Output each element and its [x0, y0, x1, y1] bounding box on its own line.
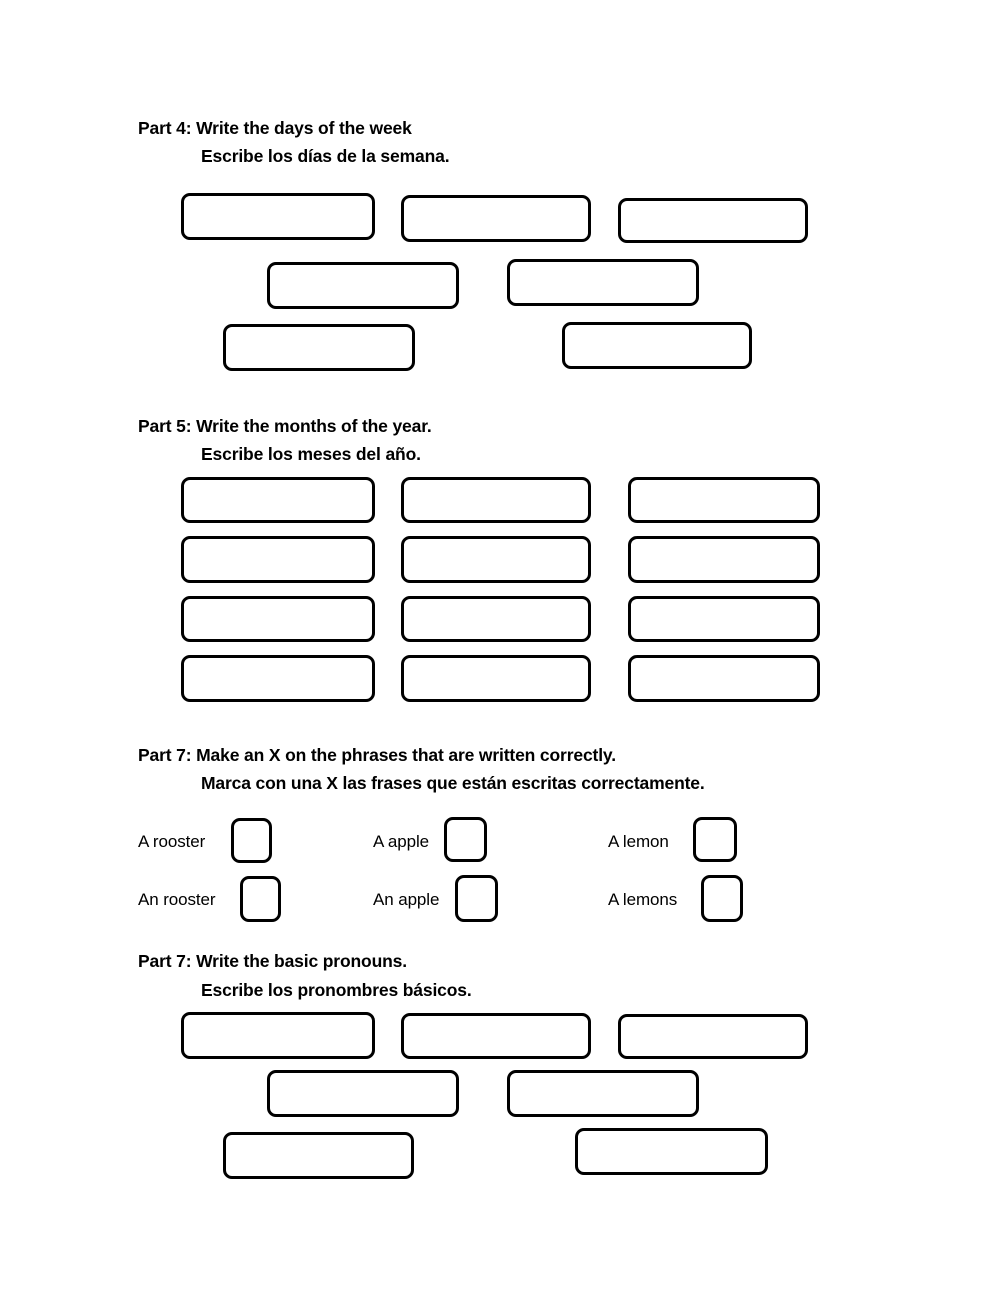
part-7-articles-heading-english: Part 7: Make an X on the phrases that ar…	[138, 745, 616, 765]
answer-box[interactable]	[267, 262, 459, 309]
answer-box[interactable]	[401, 655, 591, 702]
part-7-pronouns-heading-english: Part 7: Write the basic pronouns.	[138, 951, 407, 971]
part-4-heading-english: Part 4: Write the days of the week	[138, 118, 412, 138]
answer-box[interactable]	[628, 536, 820, 583]
answer-box[interactable]	[401, 536, 591, 583]
part-7-pronouns-heading-spanish: Escribe los pronombres básicos.	[201, 980, 472, 1000]
answer-box[interactable]	[181, 655, 375, 702]
answer-box[interactable]	[562, 322, 752, 369]
answer-box[interactable]	[507, 1070, 699, 1117]
answer-box[interactable]	[181, 477, 375, 523]
answer-box[interactable]	[181, 596, 375, 642]
phrase-checkbox[interactable]	[701, 875, 743, 922]
answer-box[interactable]	[267, 1070, 459, 1117]
answer-box[interactable]	[618, 1014, 808, 1059]
answer-box[interactable]	[628, 655, 820, 702]
answer-box[interactable]	[575, 1128, 768, 1175]
answer-box[interactable]	[618, 198, 808, 243]
part-5-heading-english: Part 5: Write the months of the year.	[138, 416, 432, 436]
answer-box[interactable]	[181, 193, 375, 240]
phrase-checkbox[interactable]	[455, 875, 498, 922]
answer-box[interactable]	[181, 1012, 375, 1059]
part-4-heading-spanish: Escribe los días de la semana.	[201, 146, 450, 166]
answer-box[interactable]	[401, 1013, 591, 1059]
answer-box[interactable]	[401, 195, 591, 242]
phrase-label: A lemons	[608, 890, 678, 909]
answer-box[interactable]	[401, 596, 591, 642]
phrase-label: An rooster	[138, 890, 216, 909]
answer-box[interactable]	[401, 477, 591, 523]
answer-box[interactable]	[223, 324, 415, 371]
phrase-checkbox[interactable]	[444, 817, 487, 862]
phrase-checkbox[interactable]	[231, 818, 272, 863]
phrase-checkbox[interactable]	[693, 817, 737, 862]
answer-box[interactable]	[628, 596, 820, 642]
phrase-label: A apple	[373, 832, 430, 851]
phrase-label: An apple	[373, 890, 440, 909]
answer-box[interactable]	[181, 536, 375, 583]
part-7-articles-heading-spanish: Marca con una X las frases que están esc…	[201, 773, 705, 793]
phrase-label: A lemon	[608, 832, 669, 851]
answer-box[interactable]	[223, 1132, 414, 1179]
phrase-label: A rooster	[138, 832, 206, 851]
part-5-heading-spanish: Escribe los meses del año.	[201, 444, 421, 464]
answer-box[interactable]	[507, 259, 699, 306]
answer-box[interactable]	[628, 477, 820, 523]
phrase-checkbox[interactable]	[240, 876, 281, 922]
